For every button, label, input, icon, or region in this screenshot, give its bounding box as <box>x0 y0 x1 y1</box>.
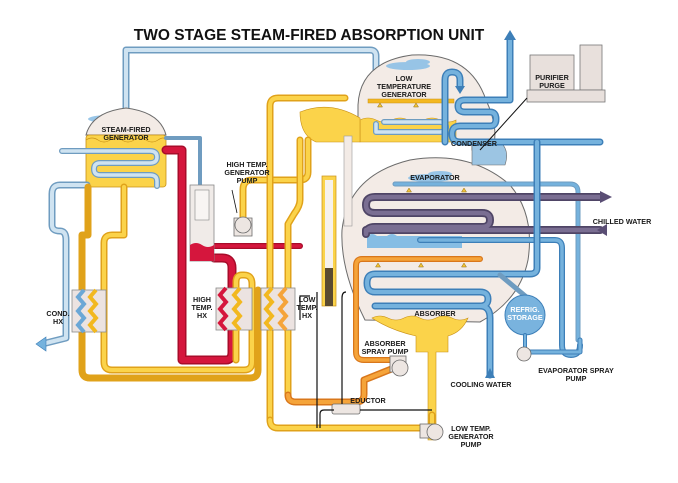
low-temp-generator-pump <box>419 423 444 441</box>
ltg-vapour-line <box>441 68 465 146</box>
cooling-water-in-arrow-icon <box>485 368 495 378</box>
label-cooling-water: COOLING WATER <box>451 380 513 389</box>
evaporator-spray-pump <box>516 337 583 362</box>
high-temp-separator <box>164 136 215 262</box>
ltg-spray-bar <box>367 98 455 108</box>
high-temp-hx <box>215 286 253 332</box>
label-lt-hx-2: TEMP. <box>296 303 317 312</box>
cond-hx <box>71 288 107 334</box>
condensate-out-arrow-icon <box>35 336 47 352</box>
chilled-water-coil <box>362 191 612 238</box>
label-absorber-spray-pump-1: ABSORBER <box>364 339 406 348</box>
label-ltg-2: TEMPERATURE <box>377 82 431 91</box>
label-absorber: ABSORBER <box>414 309 456 318</box>
strong-solution-line <box>161 145 303 365</box>
low-temp-hx <box>260 286 296 332</box>
label-ht-hx-3: HX <box>197 311 207 320</box>
label-ht-gen-pump-3: PUMP <box>237 176 258 185</box>
label-cond-hx-1: COND. <box>46 309 69 318</box>
absorber-sump <box>371 315 469 441</box>
evaporator-spray-bar <box>392 181 581 343</box>
label-evap-spray-pump-1: EVAPORATOR SPRAY <box>538 366 614 375</box>
label-ht-gen-pump-2: GENERATOR <box>224 168 270 177</box>
chilled-water-in-arrow-icon <box>597 224 607 236</box>
labels: STEAM-FIRED GENERATOR LOW TEMPERATURE GE… <box>46 73 652 449</box>
label-chilled-water: CHILLED WATER <box>593 217 652 226</box>
label-lt-hx-3: HX <box>302 311 312 320</box>
label-steam-fired-generator-1: STEAM-FIRED <box>101 125 150 134</box>
high-temp-generator-pump <box>231 189 253 237</box>
purge-line <box>479 97 528 151</box>
steam-fired-generator <box>59 107 167 189</box>
label-ht-hx-2: TEMP. <box>191 303 212 312</box>
label-ltg-3: GENERATOR <box>381 90 427 99</box>
chilled-water-out-arrow-icon <box>600 191 612 203</box>
label-refrig-storage-1: REFRIG. <box>510 305 539 314</box>
label-steam-fired-generator-2: GENERATOR <box>103 133 149 142</box>
vapour-arrow-icon <box>455 86 465 94</box>
control-wires <box>299 291 432 428</box>
label-absorber-spray-pump-2: SPRAY PUMP <box>362 347 409 356</box>
absorber-spray-bar <box>353 256 483 363</box>
diagram-title: TWO STAGE STEAM-FIRED ABSORPTION UNIT <box>134 27 485 44</box>
cooling-water-out-arrow-icon <box>504 30 516 40</box>
solution-lines-yellow <box>78 94 436 432</box>
label-purifier-purge-2: PURGE <box>539 81 565 90</box>
label-purifier-purge-1: PURIFIER <box>535 73 569 82</box>
label-lt-gen-pump-1: LOW TEMP. <box>451 424 491 433</box>
label-refrig-storage-2: STORAGE <box>507 313 543 322</box>
steam-line-top <box>122 46 380 129</box>
label-eductor: EDUCTOR <box>350 396 386 405</box>
label-cond-hx-2: HX <box>53 317 63 326</box>
purifier-purge <box>479 44 606 151</box>
label-ltg-1: LOW <box>396 74 413 83</box>
label-lt-gen-pump-3: PUMP <box>461 440 482 449</box>
label-lt-hx-1: LOW <box>299 295 316 304</box>
condensate-line <box>35 181 91 352</box>
eductor <box>331 403 361 415</box>
label-ht-gen-pump-1: HIGH TEMP. <box>226 160 267 169</box>
level-gauge <box>321 135 353 307</box>
label-evaporator: EVAPORATOR <box>410 173 460 182</box>
absorber-cooling-coil <box>363 138 541 379</box>
absorber-spray-pump <box>389 355 409 377</box>
condenser-coil <box>448 30 604 146</box>
label-evap-spray-pump-2: PUMP <box>566 374 587 383</box>
label-ht-hx-1: HIGH <box>193 295 211 304</box>
label-condenser: CONDENSER <box>451 139 498 148</box>
label-lt-gen-pump-2: GENERATOR <box>448 432 494 441</box>
solution-lines-orange <box>284 364 398 406</box>
